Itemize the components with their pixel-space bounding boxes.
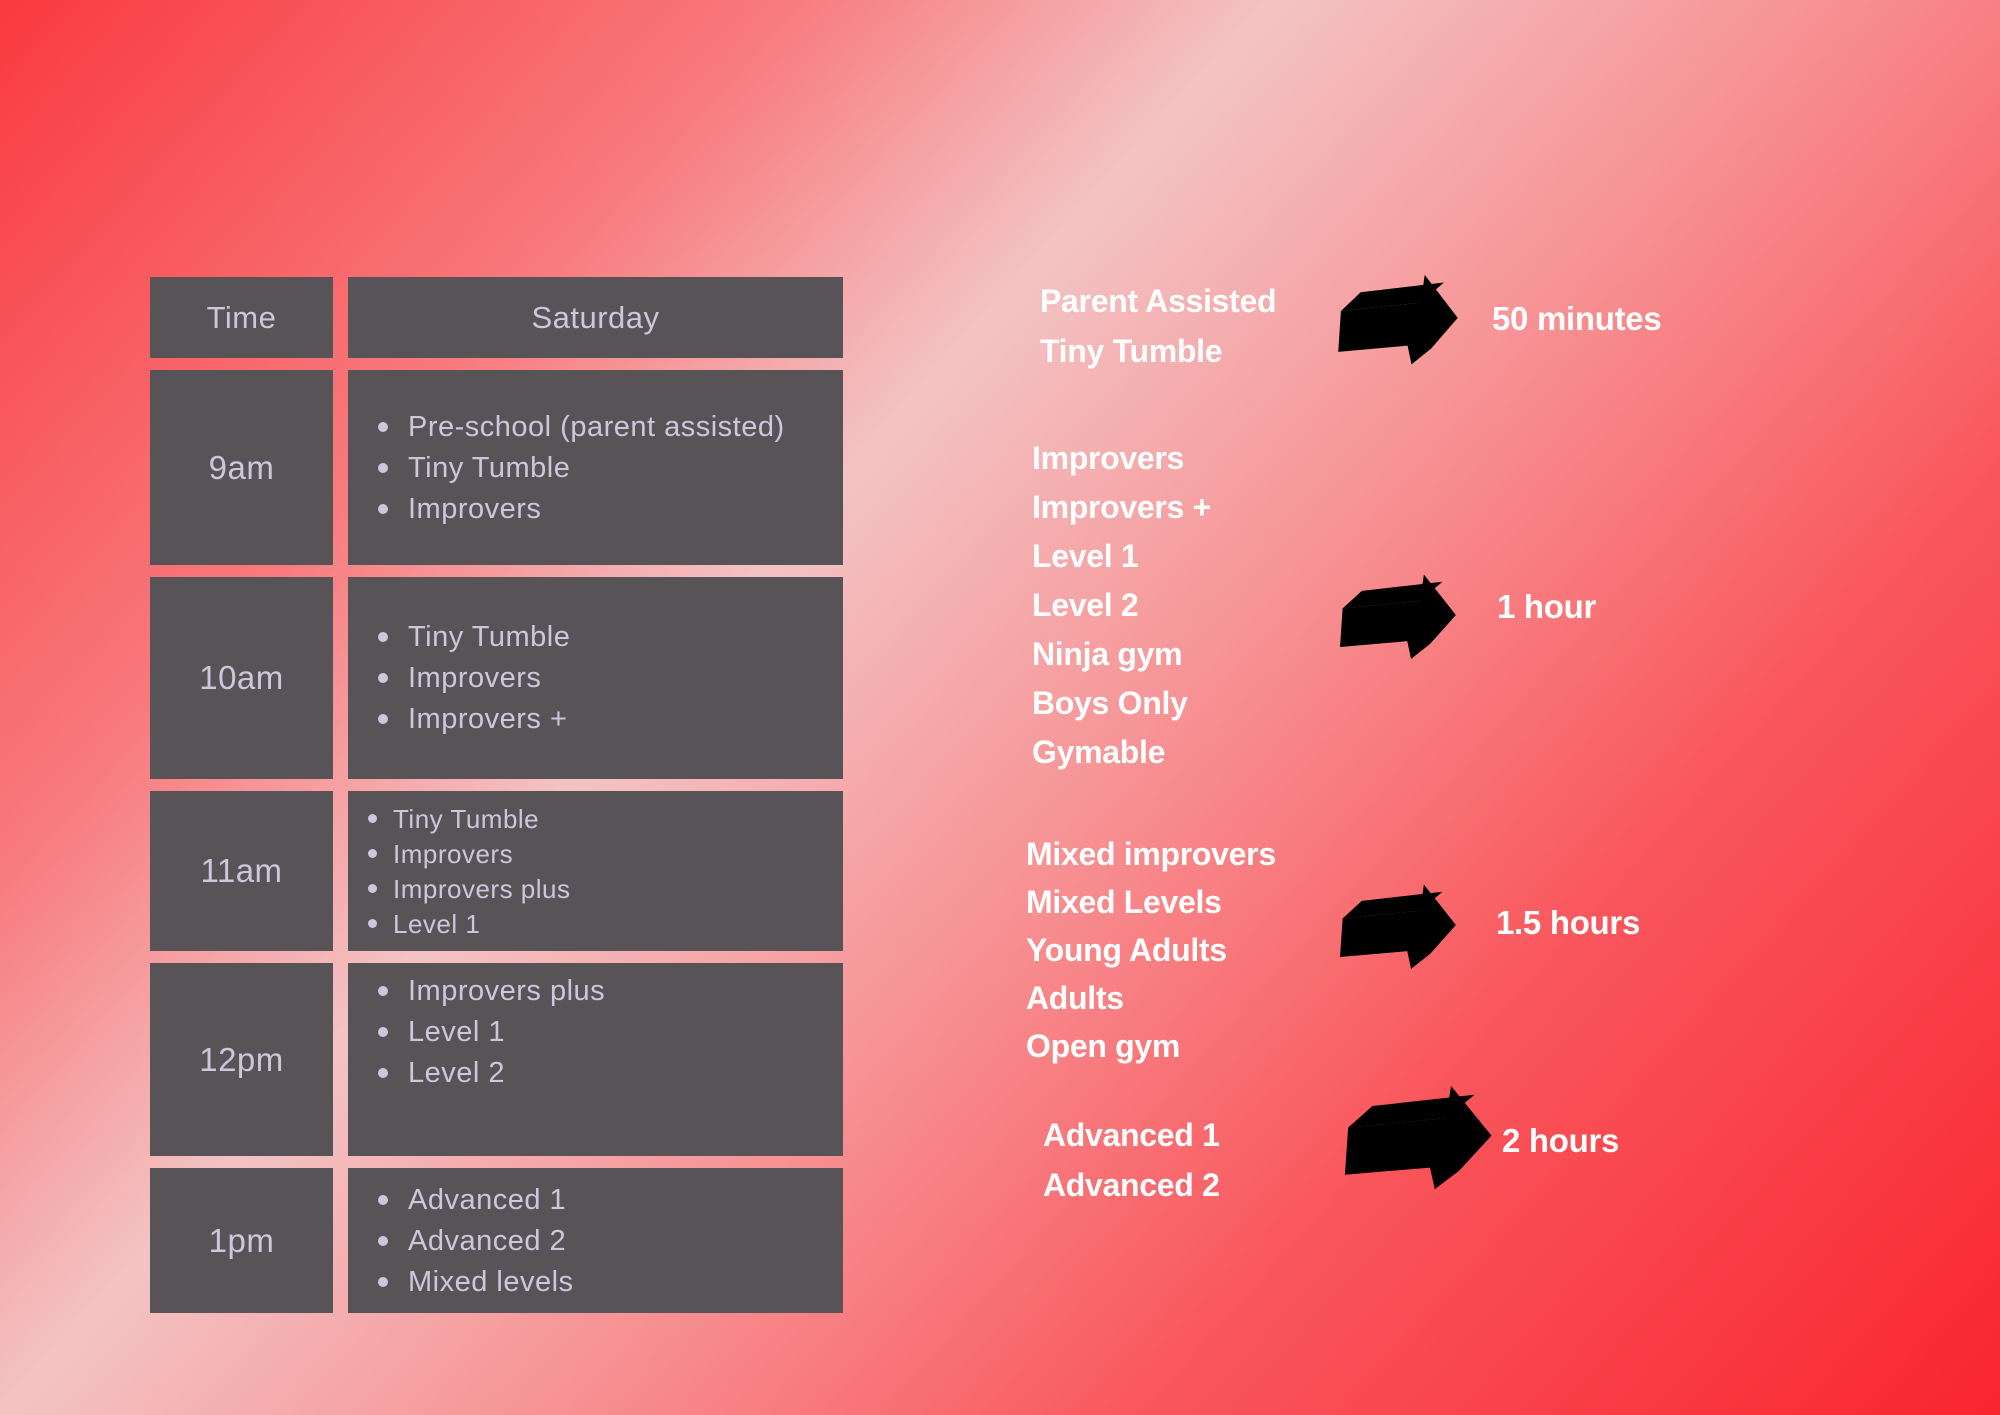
arrow-right-icon (1340, 574, 1456, 659)
class-item-label: Improvers + (408, 703, 568, 735)
class-label: Parent Assisted (1040, 283, 1277, 319)
bullet-icon (378, 1194, 388, 1205)
class-item: Level 1 (368, 909, 843, 939)
class-item: Improvers (378, 492, 843, 526)
class-item: Pre-school (parent assisted) (378, 410, 843, 444)
class-list: Pre-school (parent assisted) Tiny Tumble… (378, 403, 843, 533)
bullet-icon (378, 714, 388, 724)
arrow-right-icon (1338, 274, 1458, 365)
class-item-label: Improvers (393, 838, 514, 869)
class-item: Level 1 (378, 1015, 843, 1049)
arrow-right-icon (1340, 884, 1456, 969)
class-label: Adults (1026, 980, 1124, 1016)
bullet-icon (368, 849, 377, 858)
class-list: Improvers plus Level 1 Level 2 (378, 967, 843, 1097)
class-item-label: Tiny Tumble (393, 803, 540, 834)
classes-cell-10am: Tiny Tumble Improvers Improvers + (348, 577, 843, 779)
bullet-icon (378, 673, 388, 683)
class-item: Tiny Tumble (368, 804, 843, 834)
bullet-icon (378, 421, 388, 432)
class-item-label: Improvers plus (408, 975, 606, 1007)
class-item: Advanced 1 (378, 1183, 843, 1217)
classes-cell-1pm: Advanced 1 Advanced 2 Mixed levels (348, 1168, 843, 1313)
class-label: Tiny Tumble (1040, 333, 1223, 369)
duration-group-3-classes: Mixed improvers Mixed Levels Young Adult… (1026, 830, 1276, 1070)
bullet-icon (378, 1235, 388, 1246)
bullet-icon (378, 1068, 388, 1078)
class-item-label: Level 1 (408, 1016, 506, 1048)
class-item-label: Tiny Tumble (408, 451, 571, 484)
bullet-icon (378, 632, 388, 642)
class-label: Level 2 (1032, 587, 1139, 623)
class-label: Improvers + (1032, 489, 1212, 525)
class-list: Advanced 1 Advanced 2 Mixed levels (378, 1176, 843, 1306)
class-label: Mixed improvers (1026, 836, 1276, 872)
class-label: Level 1 (1032, 538, 1139, 574)
duration-group-2-classes: Improvers Improvers + Level 1 Level 2 Ni… (1032, 434, 1211, 777)
duration-label: 2 hours (1502, 1122, 1620, 1159)
time-cell-1pm: 1pm (150, 1168, 333, 1313)
class-list: Tiny Tumble Improvers Improvers + (378, 613, 843, 743)
class-label: Advanced 1 (1043, 1117, 1220, 1153)
bullet-icon (378, 462, 388, 473)
class-item-label: Pre-school (parent assisted) (408, 410, 785, 443)
class-item: Tiny Tumble (378, 451, 843, 485)
duration-label: 1 hour (1497, 588, 1597, 625)
class-item: Improvers plus (368, 874, 843, 904)
time-cell-9am: 9am (150, 370, 333, 565)
time-cell-10am: 10am (150, 577, 333, 779)
class-item: Mixed levels (378, 1265, 843, 1299)
class-label: Young Adults (1026, 932, 1227, 968)
bullet-icon (368, 814, 377, 823)
bullet-icon (378, 986, 388, 996)
class-item: Improvers + (378, 702, 843, 736)
bullet-icon (378, 1276, 388, 1287)
bullet-icon (368, 919, 377, 928)
class-label: Advanced 2 (1043, 1167, 1220, 1203)
class-label: Gymable (1032, 734, 1166, 770)
class-item-label: Mixed levels (408, 1265, 574, 1298)
class-label: Open gym (1026, 1028, 1181, 1064)
class-list: Tiny Tumble Improvers Improvers plus Lev… (368, 799, 843, 944)
class-label: Improvers (1032, 440, 1185, 476)
class-item-label: Improvers (408, 662, 542, 694)
class-item: Improvers (368, 839, 843, 869)
schedule-table: Time Saturday 9am Pre-school (parent ass… (150, 277, 843, 1313)
arrow-right-icon (1344, 1086, 1492, 1190)
time-cell-11am: 11am (150, 791, 333, 951)
class-label: Boys Only (1032, 685, 1188, 721)
class-item: Level 2 (378, 1056, 843, 1090)
class-item-label: Advanced 1 (408, 1183, 567, 1216)
class-item: Tiny Tumble (378, 620, 843, 654)
bullet-icon (368, 884, 377, 893)
class-item-label: Improvers (408, 492, 542, 525)
bullet-icon (378, 503, 388, 514)
duration-group-4-classes: Advanced 1 Advanced 2 (1043, 1110, 1220, 1210)
class-item: Improvers plus (378, 974, 843, 1008)
class-item: Improvers (378, 661, 843, 695)
table-header-saturday: Saturday (348, 277, 843, 358)
bullet-icon (378, 1027, 388, 1037)
class-item: Advanced 2 (378, 1224, 843, 1258)
class-item-label: Level 2 (408, 1057, 506, 1089)
class-label: Mixed Levels (1026, 884, 1222, 920)
duration-label: 1.5 hours (1496, 904, 1641, 941)
class-label: Ninja gym (1032, 636, 1183, 672)
class-item-label: Tiny Tumble (408, 621, 571, 653)
class-item-label: Level 1 (393, 908, 481, 939)
classes-cell-12pm: Improvers plus Level 1 Level 2 (348, 963, 843, 1156)
table-header-time: Time (150, 277, 333, 358)
duration-group-1-classes: Parent Assisted Tiny Tumble (1040, 276, 1277, 376)
duration-label: 50 minutes (1492, 300, 1662, 337)
classes-cell-11am: Tiny Tumble Improvers Improvers plus Lev… (348, 791, 843, 951)
class-item-label: Advanced 2 (408, 1224, 567, 1257)
time-cell-12pm: 12pm (150, 963, 333, 1156)
classes-cell-9am: Pre-school (parent assisted) Tiny Tumble… (348, 370, 843, 565)
class-item-label: Improvers plus (393, 873, 571, 904)
